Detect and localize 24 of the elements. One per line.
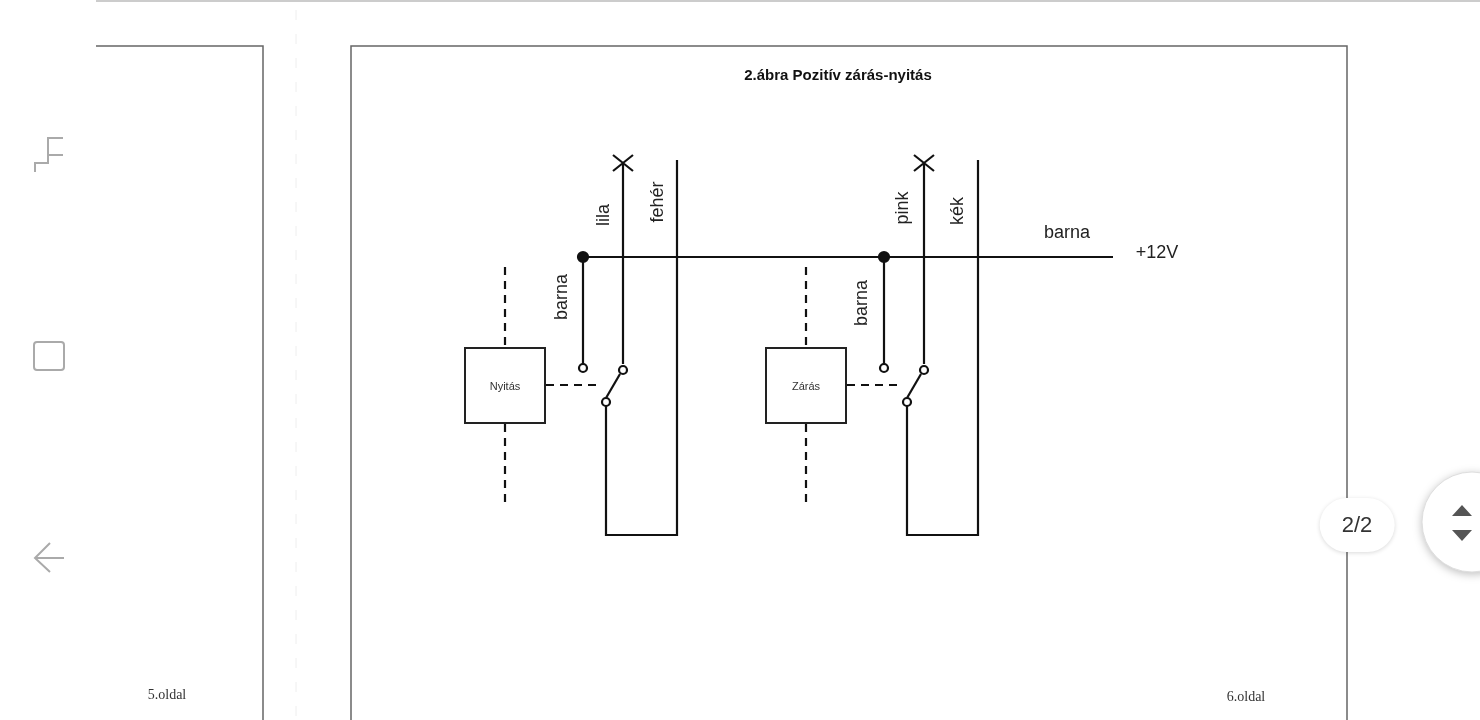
voltage-label: +12V xyxy=(1135,243,1179,261)
wire-label: barna xyxy=(552,274,570,320)
dashed-connector xyxy=(804,424,808,505)
page-number: 6.oldal xyxy=(1226,690,1266,704)
page-counter: 2/2 xyxy=(1319,498,1395,552)
dashed-connector xyxy=(503,424,507,505)
wire-label: barna xyxy=(1044,223,1090,241)
switch-symbol xyxy=(598,362,630,409)
relay-box xyxy=(464,347,546,424)
relay-label: Nyitás xyxy=(489,379,521,392)
wire-label: pink xyxy=(893,191,911,225)
relay-box xyxy=(765,347,847,424)
wire-label: barna xyxy=(852,280,870,326)
dashed-connector xyxy=(546,383,598,387)
dashed-connector xyxy=(847,383,899,387)
dashed-connector xyxy=(503,267,507,347)
diagram-title: 2.ábra Pozitív zárás-nyitás xyxy=(743,66,933,83)
dashed-connector xyxy=(804,267,808,347)
wire-label: kék xyxy=(948,197,966,225)
wire-label: lila xyxy=(594,204,612,226)
switch-symbol xyxy=(899,362,931,409)
relay-label: Zárás xyxy=(791,379,821,392)
page-number: 5.oldal xyxy=(147,688,187,702)
wire-label: fehér xyxy=(648,181,666,223)
